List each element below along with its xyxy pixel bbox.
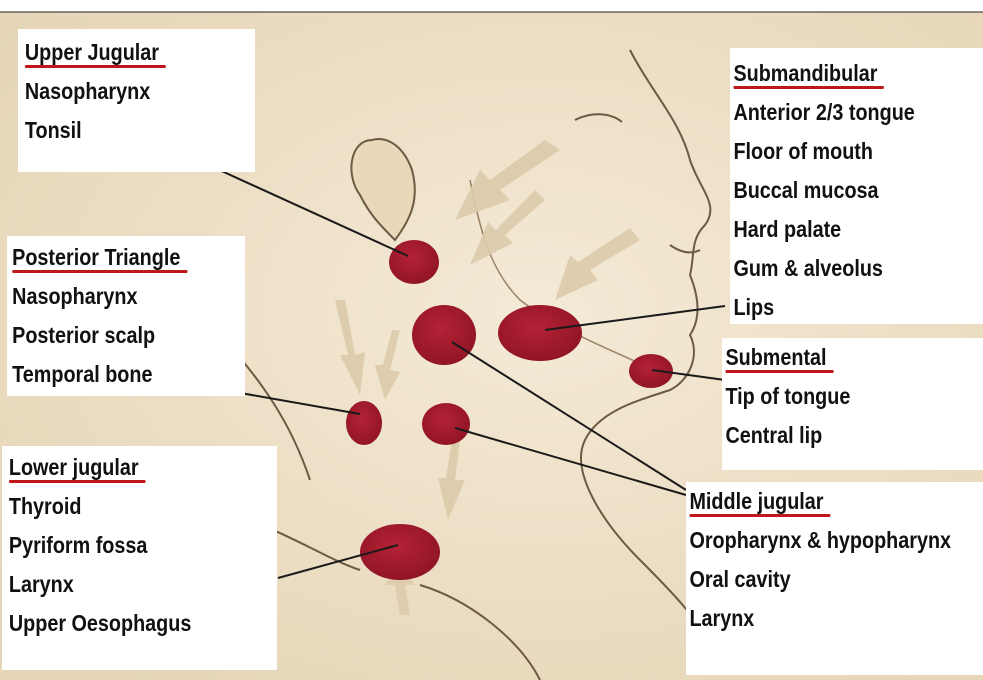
middle-jugular-item: Larynx (689, 599, 941, 638)
middle-jugular-box: Middle jugular Oropharynx & hypopharynx … (686, 482, 983, 675)
upper-jugular-title: Upper Jugular (25, 33, 159, 72)
upper-jugular-box: Upper Jugular Nasopharynx Tonsil (18, 29, 255, 172)
node-submandibular (498, 305, 582, 361)
lower-jugular-item: Upper Oesophagus (9, 604, 239, 643)
node-posterior-triangle (346, 401, 382, 445)
submental-box: Submental Tip of tongue Central lip (722, 338, 983, 470)
middle-jugular-item: Oropharynx & hypopharynx (689, 521, 941, 560)
submental-item: Tip of tongue (725, 377, 946, 416)
node-upper-jugular (389, 240, 439, 284)
middle-jugular-title: Middle jugular (689, 482, 823, 521)
middle-jugular-item: Oral cavity (689, 560, 941, 599)
posterior-triangle-item: Posterior scalp (12, 316, 212, 355)
upper-jugular-item: Nasopharynx (25, 72, 222, 111)
node-middle-jugular-lower (422, 403, 470, 445)
submandibular-item: Hard palate (733, 210, 947, 249)
submandibular-box: Submandibular Anterior 2/3 tongue Floor … (730, 48, 983, 324)
submandibular-item: Buccal mucosa (733, 171, 947, 210)
submental-item: Central lip (725, 416, 946, 455)
posterior-triangle-box: Posterior Triangle Nasopharynx Posterior… (7, 236, 245, 396)
lower-jugular-item: Larynx (9, 565, 239, 604)
posterior-triangle-item: Nasopharynx (12, 277, 212, 316)
posterior-triangle-title: Posterior Triangle (12, 238, 180, 277)
submandibular-title: Submandibular (733, 54, 877, 93)
submandibular-item: Floor of mouth (733, 132, 947, 171)
lower-jugular-title: Lower jugular (9, 448, 139, 487)
lower-jugular-box: Lower jugular Thyroid Pyriform fossa Lar… (2, 446, 277, 670)
submandibular-item: Lips (733, 288, 947, 327)
submandibular-item: Gum & alveolus (733, 249, 947, 288)
posterior-triangle-item: Temporal bone (12, 355, 212, 394)
lower-jugular-item: Thyroid (9, 487, 239, 526)
upper-jugular-item: Tonsil (25, 111, 222, 150)
submental-title: Submental (725, 338, 826, 377)
node-middle-jugular-upper (412, 305, 476, 365)
submandibular-item: Anterior 2/3 tongue (733, 93, 947, 132)
lower-jugular-item: Pyriform fossa (9, 526, 239, 565)
